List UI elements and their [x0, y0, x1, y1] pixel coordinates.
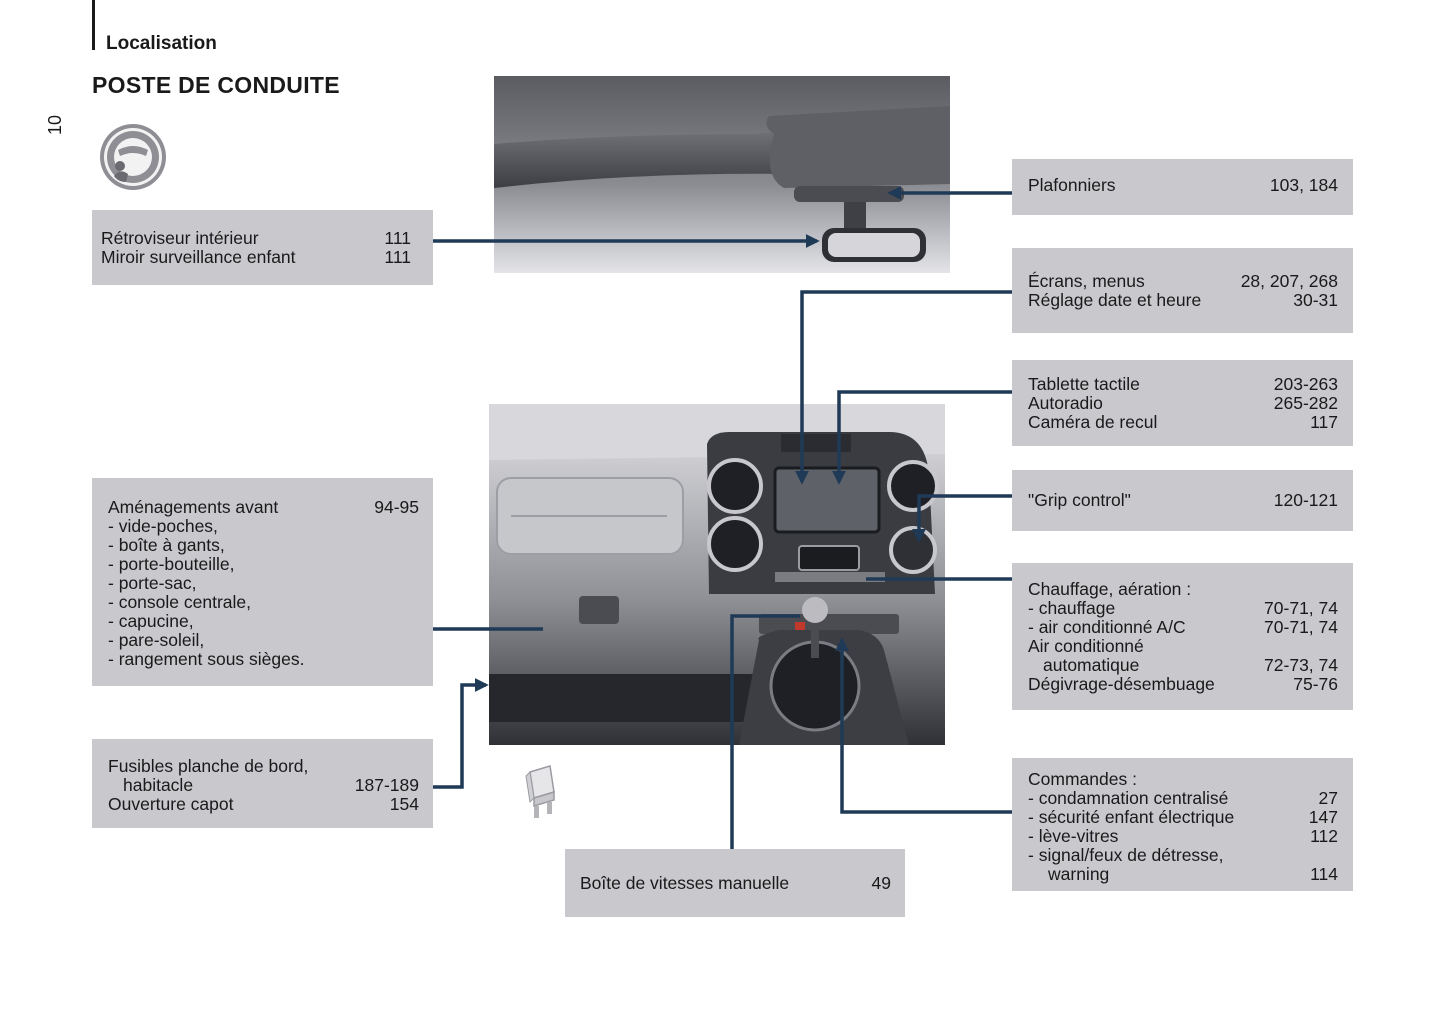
entry-air-conditionne-auto-label: Air conditionné	[1028, 636, 1144, 656]
entry-fusibles-title: Fusibles planche de bord,	[108, 756, 309, 776]
list-item: - rangement sous sièges.	[108, 649, 305, 669]
section-label: Localisation	[106, 33, 217, 54]
entry-chauffage-title: Chauffage, aération :	[1028, 579, 1192, 599]
entry-signal-detresse: - signal/feux de détresse,	[1028, 845, 1224, 865]
dashboard-photo	[489, 404, 945, 745]
page-title: POSTE DE CONDUITE	[92, 72, 340, 98]
list-item: - console centrale,	[108, 592, 251, 612]
list-item: - porte-sac,	[108, 573, 197, 593]
list-item: - pare-soleil,	[108, 630, 205, 650]
list-item: - porte-bouteille,	[108, 554, 235, 574]
entry-grip-control: "Grip control"120-121	[1028, 490, 1338, 510]
list-item: - capucine,	[108, 611, 194, 631]
fuse-icon	[525, 765, 555, 818]
steering-wheel-icon	[100, 124, 166, 190]
entry-commandes-title: Commandes :	[1028, 769, 1137, 789]
list-item: - boîte à gants,	[108, 535, 225, 555]
list-item: - vide-poches,	[108, 516, 218, 536]
header-rule	[92, 0, 95, 50]
box-grip-control: "Grip control"120-121	[1012, 470, 1353, 531]
